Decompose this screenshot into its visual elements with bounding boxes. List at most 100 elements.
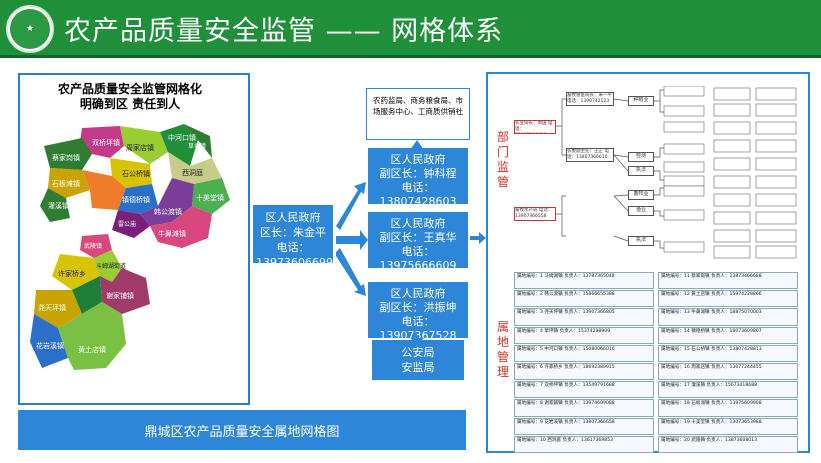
gov-head: 区长：朱金平	[260, 226, 326, 239]
map-label: 灌溪镇	[48, 201, 69, 210]
map-label: 黄土店镇	[78, 345, 106, 354]
grid-cell: 属地编号：11 蔡家岗镇 负责人：13873466688	[658, 272, 798, 290]
tree-category: 畜牧业	[628, 190, 654, 200]
region-huangtudian[interactable]	[58, 302, 126, 370]
gov2-head: 副区长：王真华	[379, 231, 457, 244]
tree-root-2: 畜牧水产局 电话：13907366558	[514, 207, 556, 221]
label-char: 门	[496, 145, 509, 159]
region-zhoujiadian[interactable]	[120, 126, 168, 164]
region-wuling[interactable]	[80, 234, 112, 258]
region-hangongdu[interactable]	[140, 178, 194, 226]
label-char: 管	[496, 350, 509, 364]
gov1-phone: 电话：13807428603	[379, 181, 457, 208]
region-zhendeqiao[interactable]	[118, 184, 158, 214]
grid-cell: 属地编号：19 十美堂镇 负责人：13073653988	[658, 417, 798, 435]
bottom-caption: 鼎城区农产品质量安全属地网格图	[18, 410, 466, 450]
map-title: 农产品质量安全监管网格化 明确到区 责任到人	[30, 82, 230, 112]
logo: ★	[6, 5, 54, 53]
region-caijiagang[interactable]	[44, 138, 92, 170]
grid-cell: 属地编号：9 花岩溪镇 负责人：13807366658	[514, 417, 654, 435]
gov-phone: 电话：13973606699	[256, 241, 333, 269]
grid-cell: 属地编号：16 周家店镇 负责人：13077244455	[658, 363, 798, 381]
gov1-name: 区人民政府	[390, 153, 446, 166]
grid-cell: 属地编号：14 镇德桥镇 负责人：18073609807	[658, 326, 798, 344]
grid-cell: 属地编号：13 牛鼻滩镇 负责人：18875070003	[658, 308, 798, 326]
district-map: 双桥坪镇 周家店镇 中河口镇 草坪镇 蔡家岗镇 石公桥镇 西洞庭 石板滩镇 镇德…	[30, 124, 230, 370]
grid-cell: 属地编号：4 草坪镇 负责人：15374298909	[514, 326, 654, 344]
grid-cell: 属地编号：20 武陵镇 负责人：13873608013	[658, 435, 798, 453]
district-government-box: 区人民政府 区长：朱金平 电话：13973606699	[253, 205, 333, 269]
gov2-phone: 电话：13975666609	[379, 245, 457, 272]
region-mainland[interactable]	[82, 170, 126, 210]
label-char: 属	[496, 320, 509, 334]
grid-cell: 属地编号：7 双桥坪镇 负责人：13549791688	[514, 381, 654, 399]
map-label: 尧天坪镇	[38, 303, 66, 312]
grid-cell: 属地编号：17 灌溪镇 负责人：15673418688	[658, 381, 798, 399]
tree-root-1: 农业局长：周国 电话：13807366610	[514, 120, 556, 134]
region-middle[interactable]	[72, 276, 102, 314]
label-char: 部	[496, 130, 509, 144]
tree-node: 畜牧兽医局长：朱一平 电话：1390742123	[566, 92, 614, 106]
map-label: 中河口镇	[168, 133, 196, 142]
gov2-name: 区人民政府	[390, 217, 446, 230]
up-arrow-icon	[410, 140, 424, 150]
region-xidongting[interactable]	[168, 152, 222, 184]
map-label: 斗姆湖街道	[96, 262, 126, 270]
map-label: 韩公渡镇	[154, 207, 182, 216]
grid-cell: 属地编号：6 许家桥乡 负责人：18692389915	[514, 363, 654, 381]
grid-cell: 属地编号：10 西洞庭 负责人：13617369853	[514, 435, 654, 453]
region-yaotianping[interactable]	[34, 290, 82, 328]
logo-emblem-icon: ★	[10, 9, 50, 49]
tree-category: 渔业	[628, 206, 654, 216]
region-huayanxi[interactable]	[30, 314, 68, 368]
grid-cell: 属地编号：5 中河口镇 负责人：15080066016	[514, 344, 654, 362]
grid-cell: 属地编号：15 石公桥镇 负责人：13807428813	[658, 344, 798, 362]
map-label: 许家桥乡	[58, 269, 86, 278]
vice-government-box-1: 区人民政府 副区长：钟科程 电话：13807428603	[368, 148, 468, 208]
label-char: 地	[496, 335, 509, 349]
tree-connectors	[556, 86, 797, 259]
police-label: 公安局	[401, 346, 435, 359]
region-shuangqiaoping[interactable]	[80, 126, 124, 158]
region-doumuhu[interactable]	[94, 250, 122, 282]
region-xujiaqiao[interactable]	[52, 254, 100, 290]
tree-category: 种植业	[628, 96, 654, 106]
gov-name: 区人民政府	[265, 211, 321, 224]
map-title-line1: 农产品质量安全监管网格化	[57, 82, 202, 96]
grid-cell: 属地编号：18 石板滩镇 负责人：13975609908	[658, 399, 798, 417]
label-char: 理	[496, 365, 509, 379]
map-label: 双桥坪镇	[92, 138, 120, 147]
region-shigongqiao[interactable]	[110, 158, 152, 188]
map-label: 周家店镇	[126, 143, 154, 152]
department-supervision-label: 部 门 监 管	[494, 130, 512, 190]
region-xiejiapu[interactable]	[100, 268, 150, 314]
region-caoping[interactable]	[184, 124, 212, 158]
tree-category: 执法	[628, 166, 654, 176]
label-char: 监	[496, 160, 509, 174]
grid-cell: 属地编号：3 尧天坪镇 负责人：13907366805	[514, 308, 654, 326]
gov3-name: 区人民政府	[390, 287, 446, 300]
vice-government-box-3: 区人民政府 副区长：洪振坤 电话：13907367528	[368, 282, 468, 342]
grid-cell: 属地编号：1 斗姆湖镇 负责人：13787365048	[514, 272, 654, 290]
branch-arrows-icon	[336, 182, 368, 296]
region-zhonghekou[interactable]	[160, 124, 198, 166]
safety-label: 安监局	[401, 361, 435, 374]
departments-box: 农药监局、商务粮食局、市场服务中心、工商质供销社	[366, 88, 470, 140]
police-safety-box: 公安局 安监局	[372, 340, 464, 380]
region-guanxi[interactable]	[40, 188, 70, 222]
map-label: 蔡家岗镇	[52, 153, 80, 162]
region-shimeitang[interactable]	[192, 178, 230, 214]
vice-government-box-2: 区人民政府 副区长：王真华 电话：13975666609	[368, 212, 468, 272]
map-label: 草坪镇	[188, 142, 206, 150]
map-label: 镇德桥镇	[122, 195, 150, 204]
map-label: 花岩溪镇	[36, 341, 64, 350]
territorial-management-label: 属 地 管 理	[494, 320, 512, 380]
region-leigongmiao[interactable]	[112, 210, 150, 238]
map-label: 西洞庭	[182, 168, 203, 177]
region-shibantan[interactable]	[48, 168, 90, 198]
right-arrow-icon	[470, 232, 486, 244]
header-bar: ★ 农产品质量安全监管 —— 网格体系	[0, 0, 821, 58]
grid-cell: 属地编号：2 韩公渡镇 负责人：15866655388	[514, 290, 654, 308]
region-niubitan[interactable]	[150, 206, 212, 248]
map-label: 武陵镇	[84, 242, 102, 250]
